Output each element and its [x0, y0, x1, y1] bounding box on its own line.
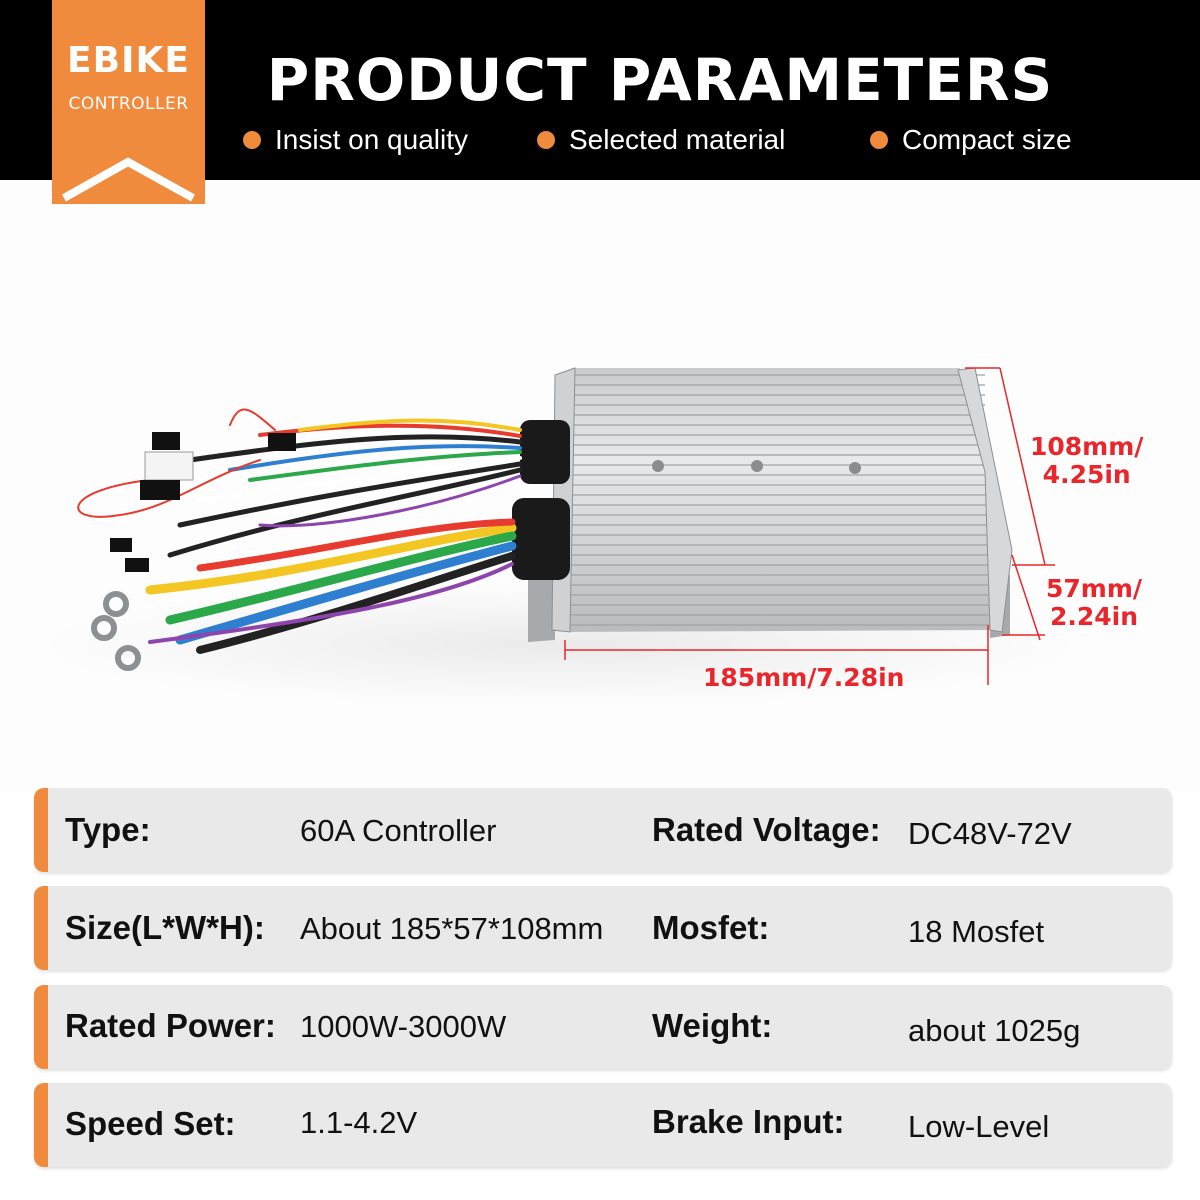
- brand-badge: EBIKE CONTROLLER: [52, 0, 205, 204]
- spec-row: Type: 60A Controller Rated Voltage: DC48…: [34, 788, 1172, 872]
- spec-label: Weight:: [652, 1007, 773, 1044]
- badge-title: EBIKE: [67, 40, 190, 81]
- chevron-up-icon: [62, 157, 195, 202]
- spec-row: Rated Power: 1000W-3000W Weight: about 1…: [34, 985, 1172, 1069]
- spec-label: Rated Voltage:: [652, 811, 881, 848]
- spec-value: About 185*57*108mm: [300, 911, 604, 946]
- spec-row: Speed Set: 1.1-4.2V Brake Input: Low-Lev…: [34, 1083, 1172, 1167]
- width-dimension-text: 57mm/ 2.24in: [1046, 574, 1143, 631]
- height-dimension-label: 108mm/ 4.25in: [1030, 433, 1143, 489]
- spec-label: Rated Power:: [65, 1007, 276, 1044]
- feature-item: Compact size: [870, 124, 1072, 156]
- product-image-area: 108mm/ 4.25in 57mm/ 2.24in 185mm/7.28in: [0, 180, 1200, 790]
- row-accent: [34, 1083, 48, 1167]
- spec-value: 18 Mosfet: [908, 914, 1045, 949]
- row-accent: [34, 985, 48, 1069]
- spec-value: 1000W-3000W: [300, 1009, 507, 1044]
- feature-item: Selected material: [537, 124, 785, 156]
- row-accent: [34, 886, 48, 970]
- spec-label: Mosfet:: [652, 909, 770, 946]
- spec-value: about 1025g: [908, 1013, 1081, 1048]
- spec-label: Type:: [65, 811, 151, 848]
- badge-subtitle: CONTROLLER: [68, 94, 189, 114]
- bullet-dot-icon: [537, 131, 555, 149]
- feature-item: Insist on quality: [243, 124, 468, 156]
- controller-illustration: [40, 367, 1080, 705]
- header-banner: EBIKE CONTROLLER PRODUCT PARAMETERS Insi…: [0, 0, 1200, 204]
- spec-label: Size(L*W*H):: [65, 909, 265, 946]
- feature-label: Selected material: [569, 124, 786, 155]
- page-title: PRODUCT PARAMETERS: [266, 46, 1054, 114]
- bullet-dot-icon: [870, 131, 888, 149]
- spec-label: Brake Input:: [652, 1103, 845, 1140]
- height-dimension-text: 108mm/ 4.25in: [1030, 432, 1144, 489]
- spec-value: Low-Level: [908, 1109, 1050, 1144]
- feature-label: Insist on quality: [275, 124, 468, 155]
- length-dimension-label: 185mm/7.28in: [703, 663, 905, 692]
- row-accent: [34, 788, 48, 872]
- feature-label: Compact size: [902, 124, 1072, 155]
- width-dimension-label: 57mm/ 2.24in: [1046, 575, 1142, 631]
- spec-row: Size(L*W*H): About 185*57*108mm Mosfet: …: [34, 886, 1172, 970]
- bullet-dot-icon: [243, 131, 261, 149]
- spec-value: 60A Controller: [300, 813, 497, 848]
- spec-label: Speed Set:: [65, 1105, 236, 1142]
- spec-value: 1.1-4.2V: [300, 1105, 418, 1140]
- spec-value: DC48V-72V: [908, 816, 1072, 851]
